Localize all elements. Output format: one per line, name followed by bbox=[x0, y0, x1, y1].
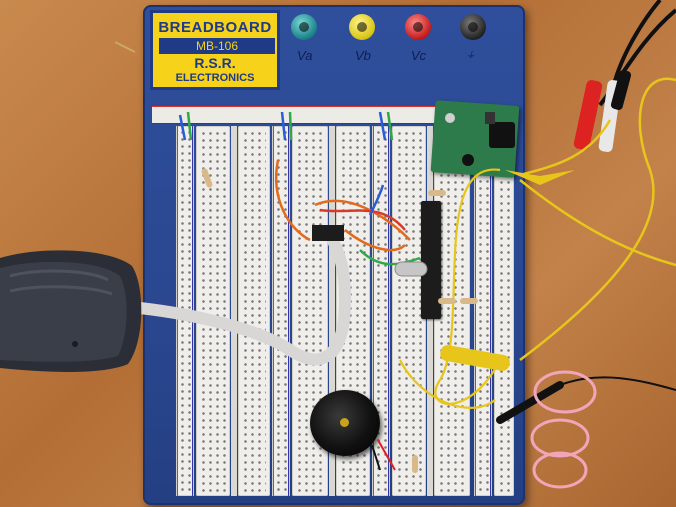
power-rail bbox=[272, 126, 290, 496]
binding-post-a[interactable] bbox=[291, 14, 317, 40]
ribbon-connector bbox=[312, 225, 344, 241]
board-title: BREADBOARD bbox=[158, 19, 272, 36]
terminal-strip bbox=[494, 126, 514, 496]
jumper-wire bbox=[314, 199, 411, 241]
jumper-wire bbox=[275, 159, 311, 242]
jumper-wire bbox=[319, 208, 406, 231]
loose-resistor bbox=[114, 41, 136, 53]
board-model: MB-106 bbox=[159, 38, 275, 54]
test-clip-yellow[interactable] bbox=[505, 170, 575, 185]
strip-gutter bbox=[329, 126, 335, 496]
jumper-wire bbox=[186, 111, 193, 141]
crystal-oscillator bbox=[394, 261, 428, 277]
pcb-capacitor bbox=[462, 154, 474, 166]
binding-post-label-a: Va bbox=[297, 48, 313, 63]
binding-post-label-b: Vb bbox=[355, 48, 371, 63]
jumper-wire bbox=[288, 111, 293, 141]
board-subtitle: ELECTRONICS bbox=[175, 72, 255, 84]
rubber-band bbox=[530, 418, 590, 458]
jumper-wire bbox=[386, 111, 394, 141]
rca-plug-red[interactable] bbox=[573, 79, 603, 151]
binding-post-label-c: Vc bbox=[411, 48, 427, 63]
binding-post-c[interactable] bbox=[405, 14, 431, 40]
test-clip-yellow[interactable] bbox=[439, 344, 511, 372]
jumper-wire bbox=[378, 111, 387, 141]
resistor bbox=[428, 190, 446, 196]
terminal-strip bbox=[238, 126, 270, 496]
ground-symbol: ⏚ bbox=[466, 50, 476, 60]
jumper-wire bbox=[280, 111, 287, 141]
terminal-strip bbox=[196, 126, 230, 496]
resistor bbox=[438, 298, 456, 304]
terminal-strip bbox=[292, 126, 328, 496]
top-power-rail bbox=[152, 106, 516, 124]
board-brand: R.S.R. bbox=[194, 55, 236, 71]
buzzer-lead bbox=[377, 439, 396, 471]
buzzer-lead bbox=[371, 444, 381, 471]
probe[interactable] bbox=[496, 381, 564, 424]
strip-gutter bbox=[231, 126, 237, 496]
rca-plug-black[interactable] bbox=[610, 69, 632, 111]
yellow-wire bbox=[519, 77, 676, 361]
rubber-band bbox=[533, 370, 597, 414]
probe-cable bbox=[559, 376, 676, 391]
resistor bbox=[460, 298, 478, 304]
binding-post-ground[interactable] bbox=[460, 14, 486, 40]
board-label-panel: BREADBOARD MB-106 R.S.R. ELECTRONICS bbox=[150, 10, 280, 90]
jumper-wire bbox=[359, 249, 421, 266]
jumper-wire bbox=[368, 184, 385, 216]
pcb-component bbox=[485, 112, 495, 124]
binding-post-b[interactable] bbox=[349, 14, 375, 40]
dc-power-jack bbox=[489, 122, 515, 148]
terminal-strip bbox=[392, 126, 426, 496]
yellow-wire bbox=[519, 179, 676, 267]
handheld-device[interactable] bbox=[0, 246, 142, 374]
ribbon-cable bbox=[139, 232, 352, 366]
jumper-wire bbox=[344, 229, 406, 252]
resistor bbox=[201, 168, 213, 188]
piezo-buzzer bbox=[310, 390, 380, 456]
yellow-wire bbox=[399, 359, 496, 409]
pcb-component bbox=[445, 113, 455, 123]
jumper-wire bbox=[178, 114, 187, 141]
ic-chip bbox=[421, 201, 441, 319]
resistor bbox=[412, 455, 418, 473]
yellow-wire bbox=[434, 168, 501, 405]
rubber-band bbox=[532, 451, 588, 489]
yellow-wire bbox=[519, 119, 612, 177]
